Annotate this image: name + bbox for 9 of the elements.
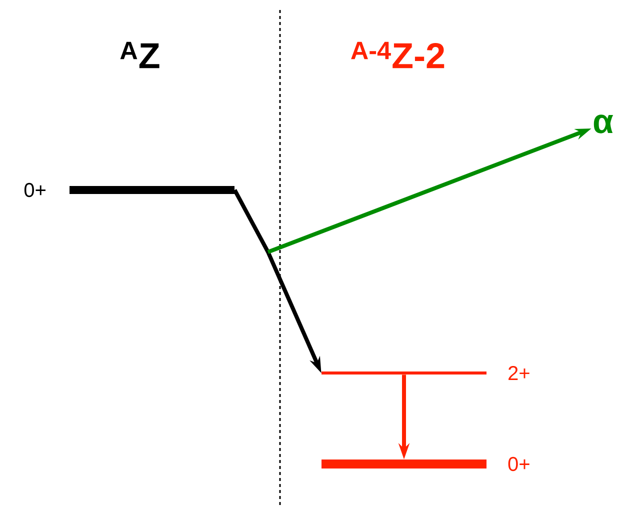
energy-level <box>70 186 234 194</box>
particle-label: α <box>594 114 614 134</box>
energy-level <box>322 460 486 468</box>
nucleus-label: $^{A-4}$Z-2 <box>351 42 444 68</box>
level-label: 2+ <box>508 366 530 380</box>
level-label: 0+ <box>24 182 46 198</box>
level-label: 0+ <box>508 456 530 472</box>
energy-level <box>322 372 486 374</box>
nucleus-label: $^{A}$Z <box>120 42 160 68</box>
